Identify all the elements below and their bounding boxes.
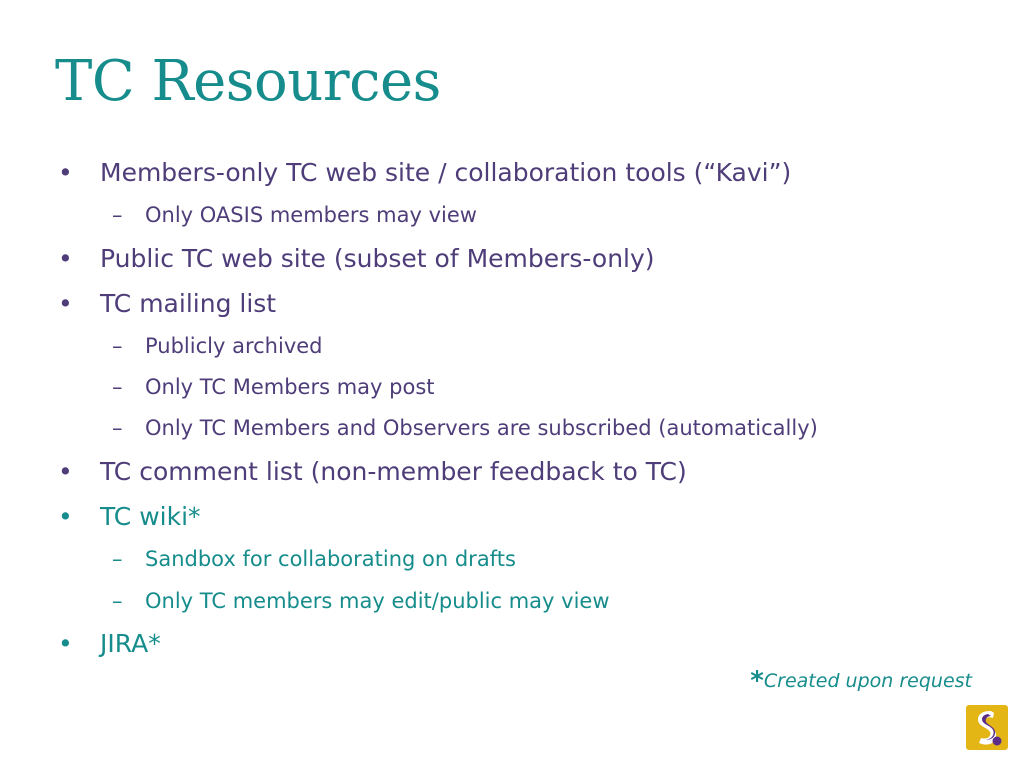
footnote: *Created upon request bbox=[750, 666, 972, 696]
dash-marker: – bbox=[112, 334, 123, 358]
bullet-marker: • bbox=[58, 502, 73, 531]
footnote-asterisk: * bbox=[750, 666, 764, 696]
dash-marker: – bbox=[112, 375, 123, 399]
list-item-text: Sandbox for collaborating on drafts bbox=[145, 547, 516, 571]
footnote-text: Created upon request bbox=[763, 670, 972, 692]
list-item-text: Public TC web site (subset of Members-on… bbox=[100, 244, 655, 273]
list-item-text: Members-only TC web site / collaboration… bbox=[100, 158, 792, 187]
list-item-text: Only TC members may edit/public may view bbox=[145, 589, 610, 613]
dash-marker: – bbox=[112, 547, 123, 571]
list-item-text: Only TC Members may post bbox=[145, 375, 435, 399]
dash-marker: – bbox=[112, 589, 123, 613]
list-item-text: Only OASIS members may view bbox=[145, 203, 477, 227]
bullet-marker: • bbox=[58, 289, 73, 318]
list-item-text: JIRA* bbox=[100, 629, 161, 658]
bullet-marker: • bbox=[58, 244, 73, 273]
oasis-logo-icon bbox=[966, 705, 1008, 750]
list-item-text: TC wiki* bbox=[100, 502, 201, 531]
list-item-text: TC mailing list bbox=[100, 289, 277, 318]
dash-marker: – bbox=[112, 416, 123, 440]
bullet-marker: • bbox=[58, 457, 73, 486]
dash-marker: – bbox=[112, 203, 123, 227]
list-item-text: Only TC Members and Observers are subscr… bbox=[145, 416, 818, 440]
bullet-marker: • bbox=[58, 629, 73, 658]
slide-title: TC Resources bbox=[55, 49, 441, 114]
list-item-text: TC comment list (non-member feedback to … bbox=[100, 457, 687, 486]
bullet-marker: • bbox=[58, 158, 73, 187]
list-item-text: Publicly archived bbox=[145, 334, 323, 358]
